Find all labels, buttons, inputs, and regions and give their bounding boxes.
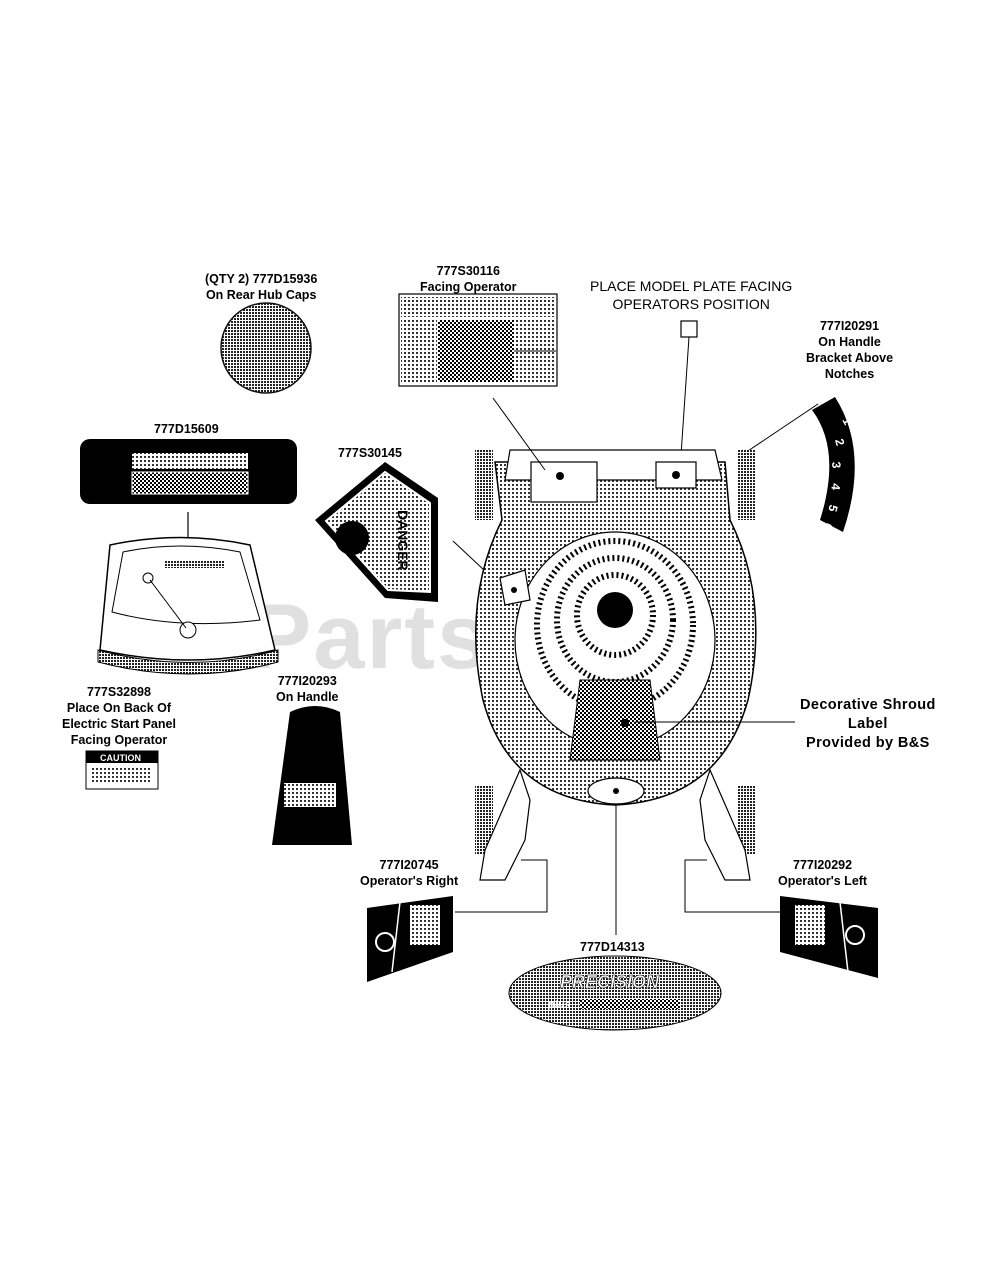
label-handle-bracket: 777I20291 On Handle Bracket Above Notche… xyxy=(806,319,894,381)
notch-2: 2 xyxy=(832,437,847,447)
danger-decal: DANGER xyxy=(315,462,438,602)
label-operator-right: 777I20745 Operator's Right xyxy=(360,858,459,888)
label-facing-operator: 777S30116 Facing Operator xyxy=(420,264,517,294)
label-777d14313: 777D14313 xyxy=(580,940,645,954)
label-hub-caps: (QTY 2) 777D15936 On Rear Hub Caps xyxy=(205,272,318,302)
label-electric-start: 777S32898 Place On Back Of Electric Star… xyxy=(62,685,176,747)
operator-right-decal xyxy=(367,896,453,982)
model-plate-marker xyxy=(680,320,698,338)
label-model-plate: PLACE MODEL PLATE FACING OPERATORS POSIT… xyxy=(590,278,793,312)
handle-bracket-notch-decal: 1 2 3 4 5 6 xyxy=(812,397,855,533)
mower-body xyxy=(475,449,757,881)
hub-cap-decal xyxy=(220,302,312,394)
caution-word: CAUTION xyxy=(100,753,141,763)
notch-4: 4 xyxy=(828,483,843,491)
facing-operator-decal xyxy=(398,293,558,387)
danger-word: DANGER xyxy=(395,510,411,571)
label-777s30145: 777S30145 xyxy=(338,446,402,460)
label-operator-left: 777I20292 Operator's Left xyxy=(778,858,868,888)
plus-word: plus xyxy=(547,999,571,1011)
label-on-handle: 777I20293 On Handle xyxy=(276,674,339,704)
operator-left-decal xyxy=(780,896,878,978)
electric-start-handle xyxy=(97,536,279,675)
precision-word: PRECISION xyxy=(560,972,660,992)
precision-plus-decal: PRECISION plus xyxy=(508,955,722,1031)
decal-777d15609 xyxy=(80,439,297,504)
label-777d15609: 777D15609 xyxy=(154,422,219,436)
handle-decal xyxy=(272,706,352,845)
notch-3: 3 xyxy=(829,461,844,469)
notch-5: 5 xyxy=(825,503,840,513)
label-decorative-shroud: Decorative Shroud Label Provided by B&S xyxy=(800,697,936,751)
caution-decal: CAUTION xyxy=(85,750,159,790)
